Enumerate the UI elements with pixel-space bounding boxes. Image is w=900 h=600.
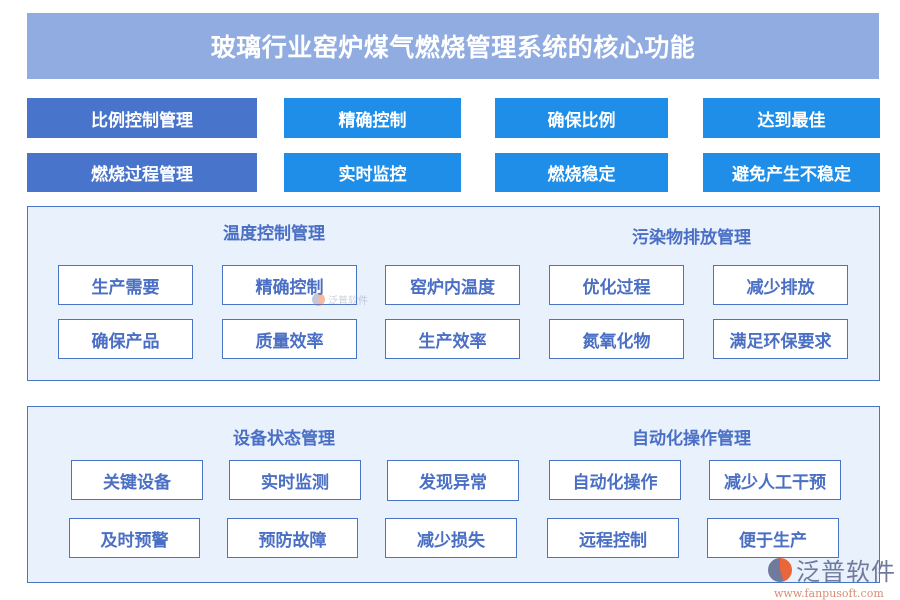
item-precise-control: 精确控制 bbox=[222, 265, 357, 305]
item-key-equipment: 关键设备 bbox=[71, 460, 203, 500]
item-prevent-failure: 预防故障 bbox=[227, 518, 358, 558]
watermark-small-text: 泛普软件 bbox=[328, 296, 368, 307]
title-banner: 玻璃行业窑炉煤气燃烧管理系统的核心功能 bbox=[27, 13, 879, 79]
item-reduce-emission: 减少排放 bbox=[713, 265, 848, 305]
fanpu-logo-icon bbox=[768, 557, 792, 582]
item-production-needs: 生产需要 bbox=[58, 265, 193, 305]
section-title-automation: 自动化操作管理 bbox=[632, 429, 751, 449]
item-quality-efficiency: 质量效率 bbox=[222, 319, 357, 359]
item-automated-operation: 自动化操作 bbox=[549, 460, 681, 500]
item-reduce-manual: 减少人工干预 bbox=[709, 460, 841, 500]
section-title-pollution: 污染物排放管理 bbox=[632, 228, 751, 248]
tag-ratio-control: 比例控制管理 bbox=[27, 98, 257, 138]
item-environmental-compliance: 满足环保要求 bbox=[713, 319, 848, 359]
item-detect-anomaly: 发现异常 bbox=[387, 460, 519, 501]
page-title: 玻璃行业窑炉煤气燃烧管理系统的核心功能 bbox=[210, 33, 696, 62]
item-reduce-loss: 减少损失 bbox=[385, 518, 517, 558]
item-remote-control: 远程控制 bbox=[547, 518, 679, 558]
item-nitrogen-oxides: 氮氧化物 bbox=[549, 319, 684, 359]
item-optimize-process: 优化过程 bbox=[549, 265, 684, 305]
section-title-equipment: 设备状态管理 bbox=[233, 429, 335, 449]
tag-realtime-monitor: 实时监控 bbox=[284, 153, 461, 192]
item-timely-warning: 及时预警 bbox=[69, 518, 200, 558]
tag-stable-combustion: 燃烧稳定 bbox=[495, 153, 668, 192]
watermark-small: 泛普软件 bbox=[312, 292, 368, 307]
item-ensure-product: 确保产品 bbox=[58, 319, 193, 359]
tag-avoid-instability: 避免产生不稳定 bbox=[703, 153, 880, 192]
section-title-temperature: 温度控制管理 bbox=[223, 224, 325, 244]
watermark-brand: 泛普软件 bbox=[796, 558, 896, 586]
tag-combustion-process: 燃烧过程管理 bbox=[27, 153, 257, 192]
item-convenient-production: 便于生产 bbox=[707, 518, 839, 558]
item-kiln-temperature: 窑炉内温度 bbox=[385, 265, 520, 305]
tag-reach-optimal: 达到最佳 bbox=[703, 98, 880, 138]
watermark-url: www.fanpusoft.com bbox=[774, 587, 884, 600]
fanpu-logo-icon bbox=[312, 293, 325, 306]
tag-precise-control: 精确控制 bbox=[284, 98, 461, 138]
item-production-efficiency: 生产效率 bbox=[385, 319, 520, 359]
tag-ensure-ratio: 确保比例 bbox=[495, 98, 668, 138]
item-realtime-detection: 实时监测 bbox=[229, 460, 361, 500]
watermark-large: 泛普软件 www.fanpusoft.com bbox=[768, 552, 896, 600]
